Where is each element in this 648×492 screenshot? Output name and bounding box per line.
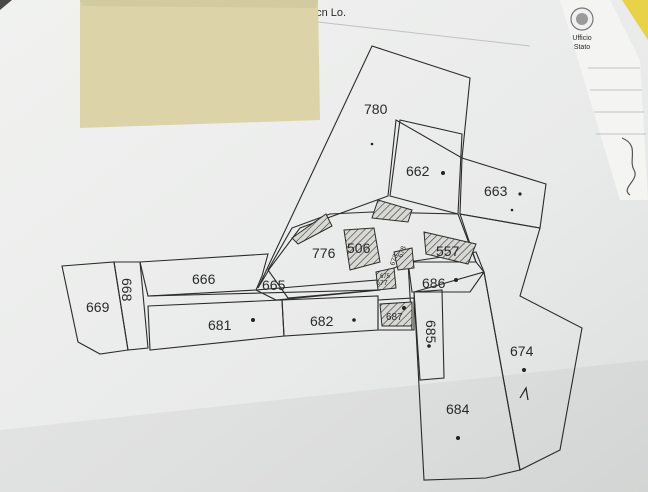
parcel-label: 687 <box>386 312 403 323</box>
parcel-label: 681 <box>208 317 232 333</box>
stamp-line-2: Stato <box>574 44 590 51</box>
paper-shadow <box>0 360 648 492</box>
parcel-label: 674 <box>510 343 534 359</box>
sticky-note <box>80 0 320 128</box>
parcel-label: 776 <box>312 245 336 261</box>
parcel-label: 669 <box>86 299 110 315</box>
parcel-label: 668 <box>119 278 135 302</box>
parcel-label: 677 <box>376 280 388 287</box>
ministry-seal-icon <box>570 7 594 31</box>
parcel-label: 686 <box>422 275 446 291</box>
arrow-mark <box>519 386 529 401</box>
parcel-label: 678 <box>397 245 408 258</box>
parcel-label: 780 <box>364 101 388 117</box>
parcel-label: 675 <box>380 274 391 280</box>
parcel-dots <box>251 142 526 440</box>
parcel-label: 685 <box>423 320 439 344</box>
second-paper <box>560 0 648 200</box>
parcel-label: 557 <box>436 243 460 259</box>
parcel-label: 682 <box>310 313 334 329</box>
hatched-buildings <box>291 199 477 327</box>
parcel-label: 662 <box>406 163 430 179</box>
parcel-label: 663 <box>484 183 508 199</box>
header-handwriting: ecn Lo. <box>310 7 346 19</box>
parcel-label: 665 <box>262 277 286 293</box>
parcel-label: 666 <box>192 271 216 287</box>
parcel-labels: 780 662 663 776 506 557 666 665 669 668 … <box>86 101 534 417</box>
handwriting-scribble <box>621 137 636 196</box>
parcel-label: 506 <box>347 240 371 256</box>
parcel-label: 673 <box>389 253 400 266</box>
parcel-label: 684 <box>446 401 470 417</box>
stamp-line-1: Ufficio <box>572 35 591 42</box>
